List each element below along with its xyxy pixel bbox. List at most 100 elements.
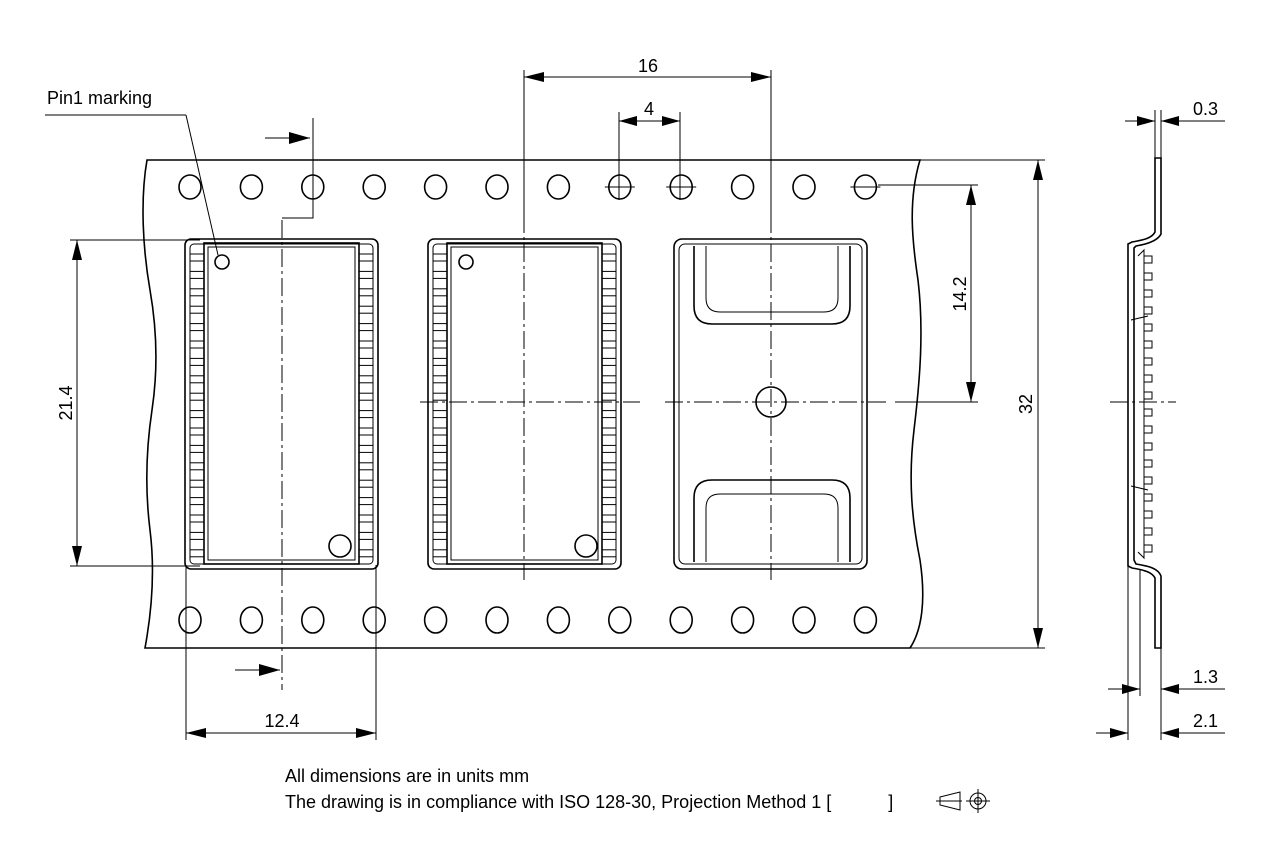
lead-pin xyxy=(189,323,205,332)
sprocket-hole xyxy=(669,606,694,634)
side-lead xyxy=(1143,510,1153,519)
side-lead xyxy=(1143,442,1153,451)
lead-pin xyxy=(189,288,205,297)
sprocket-hole xyxy=(178,606,202,634)
dimension-tape-thickness: 0.3 xyxy=(1125,99,1225,158)
sprocket-hole xyxy=(239,174,264,200)
lead-pin xyxy=(601,288,617,297)
side-lead xyxy=(1143,357,1153,366)
lead-pin xyxy=(358,288,374,297)
sprocket-hole xyxy=(730,174,755,200)
side-lead xyxy=(1143,306,1153,315)
sprocket-hole xyxy=(423,606,448,634)
lead-pin xyxy=(189,497,205,506)
lead-pin xyxy=(189,410,205,419)
lead-pin xyxy=(358,479,374,488)
sprocket-hole xyxy=(485,606,509,634)
dimension-pocket-width: 12.4 xyxy=(185,565,377,740)
lead-pin xyxy=(189,444,205,453)
side-lead xyxy=(1143,476,1153,485)
lead-pin xyxy=(601,427,617,436)
lead-pin xyxy=(189,340,205,349)
tape-outline xyxy=(142,159,924,649)
first-angle-projection-icon xyxy=(936,789,990,813)
units-note: All dimensions are in units mm xyxy=(285,766,529,786)
lead-pin xyxy=(358,357,374,366)
lead-pin xyxy=(358,375,374,384)
sprocket-hole xyxy=(300,606,325,634)
datum-marker xyxy=(235,118,314,676)
lead-pin xyxy=(189,462,205,471)
lead-pin xyxy=(601,549,617,558)
standard-note-close: ] xyxy=(888,792,893,812)
dimension-14-2-label: 14.2 xyxy=(950,276,970,311)
side-lead xyxy=(1143,493,1153,502)
lead-pin xyxy=(358,323,374,332)
lead-pin xyxy=(432,531,448,540)
lead-pin xyxy=(432,323,448,332)
ejector-mark xyxy=(574,534,598,558)
sprocket-hole xyxy=(792,174,816,200)
side-lead xyxy=(1143,391,1153,400)
sprocket-hole xyxy=(362,174,387,200)
side-lead xyxy=(1143,459,1153,468)
lead-pin xyxy=(601,531,617,540)
lead-pin xyxy=(601,375,617,384)
lead-pin xyxy=(189,392,205,401)
lead-pin xyxy=(358,270,374,279)
side-lead xyxy=(1143,289,1153,298)
lead-pin xyxy=(189,549,205,558)
side-lead xyxy=(1143,544,1153,553)
lead-pin xyxy=(358,427,374,436)
standard-note-text: The drawing is in compliance with ISO 12… xyxy=(285,792,831,812)
lead-pin xyxy=(358,410,374,419)
pin1-leader: Pin1 marking xyxy=(45,88,219,256)
lead-pin xyxy=(358,340,374,349)
side-section-view xyxy=(1110,157,1176,649)
lead-pin xyxy=(358,531,374,540)
lead-pin xyxy=(189,427,205,436)
ejector-mark xyxy=(328,534,352,558)
lead-pin xyxy=(189,357,205,366)
lead-pin xyxy=(432,270,448,279)
pin1-marking-dot xyxy=(458,254,474,270)
sprocket-hole xyxy=(239,606,264,634)
sprocket-hole xyxy=(792,606,816,634)
dimension-pocket-depth: 2.1 xyxy=(1096,566,1225,740)
sprocket-hole xyxy=(607,606,632,634)
sprocket-holes-bottom xyxy=(178,606,878,634)
dimension-sprocket-pitch: 4 xyxy=(618,99,681,200)
lead-pin xyxy=(189,479,205,488)
lead-pin xyxy=(189,531,205,540)
lead-pin xyxy=(432,288,448,297)
sprocket-hole xyxy=(546,606,571,634)
lead-pin xyxy=(358,462,374,471)
component-leads xyxy=(432,253,617,558)
dimension-32-label: 32 xyxy=(1016,394,1036,414)
lead-pin xyxy=(601,253,617,262)
dimension-pocket-pitch: 16 xyxy=(523,56,772,215)
lead-pin xyxy=(432,549,448,558)
pin1-marking-label: Pin1 marking xyxy=(47,88,152,108)
dimension-21-4-label: 21.4 xyxy=(56,385,76,420)
lead-pin xyxy=(432,462,448,471)
sprocket-hole xyxy=(423,174,448,200)
side-lead xyxy=(1143,374,1153,383)
lead-pin xyxy=(189,514,205,523)
lead-pin xyxy=(601,305,617,314)
side-lead xyxy=(1143,255,1153,264)
drawing-notes: All dimensions are in units mm The drawi… xyxy=(285,766,990,813)
sprocket-holes-top xyxy=(178,174,881,200)
lead-pin xyxy=(432,444,448,453)
dimension-4-label: 4 xyxy=(644,99,654,119)
lead-pin xyxy=(601,340,617,349)
lead-pin xyxy=(189,305,205,314)
side-lead xyxy=(1143,323,1153,332)
side-lead xyxy=(1143,340,1153,349)
standard-note: The drawing is in compliance with ISO 12… xyxy=(285,792,893,812)
lead-pin xyxy=(432,340,448,349)
dimension-hole-to-center: 14.2 xyxy=(878,184,978,403)
sprocket-hole xyxy=(853,606,878,634)
dimension-cover-offset: 1.3 xyxy=(1108,570,1225,696)
dimension-0-3-label: 0.3 xyxy=(1193,99,1218,119)
